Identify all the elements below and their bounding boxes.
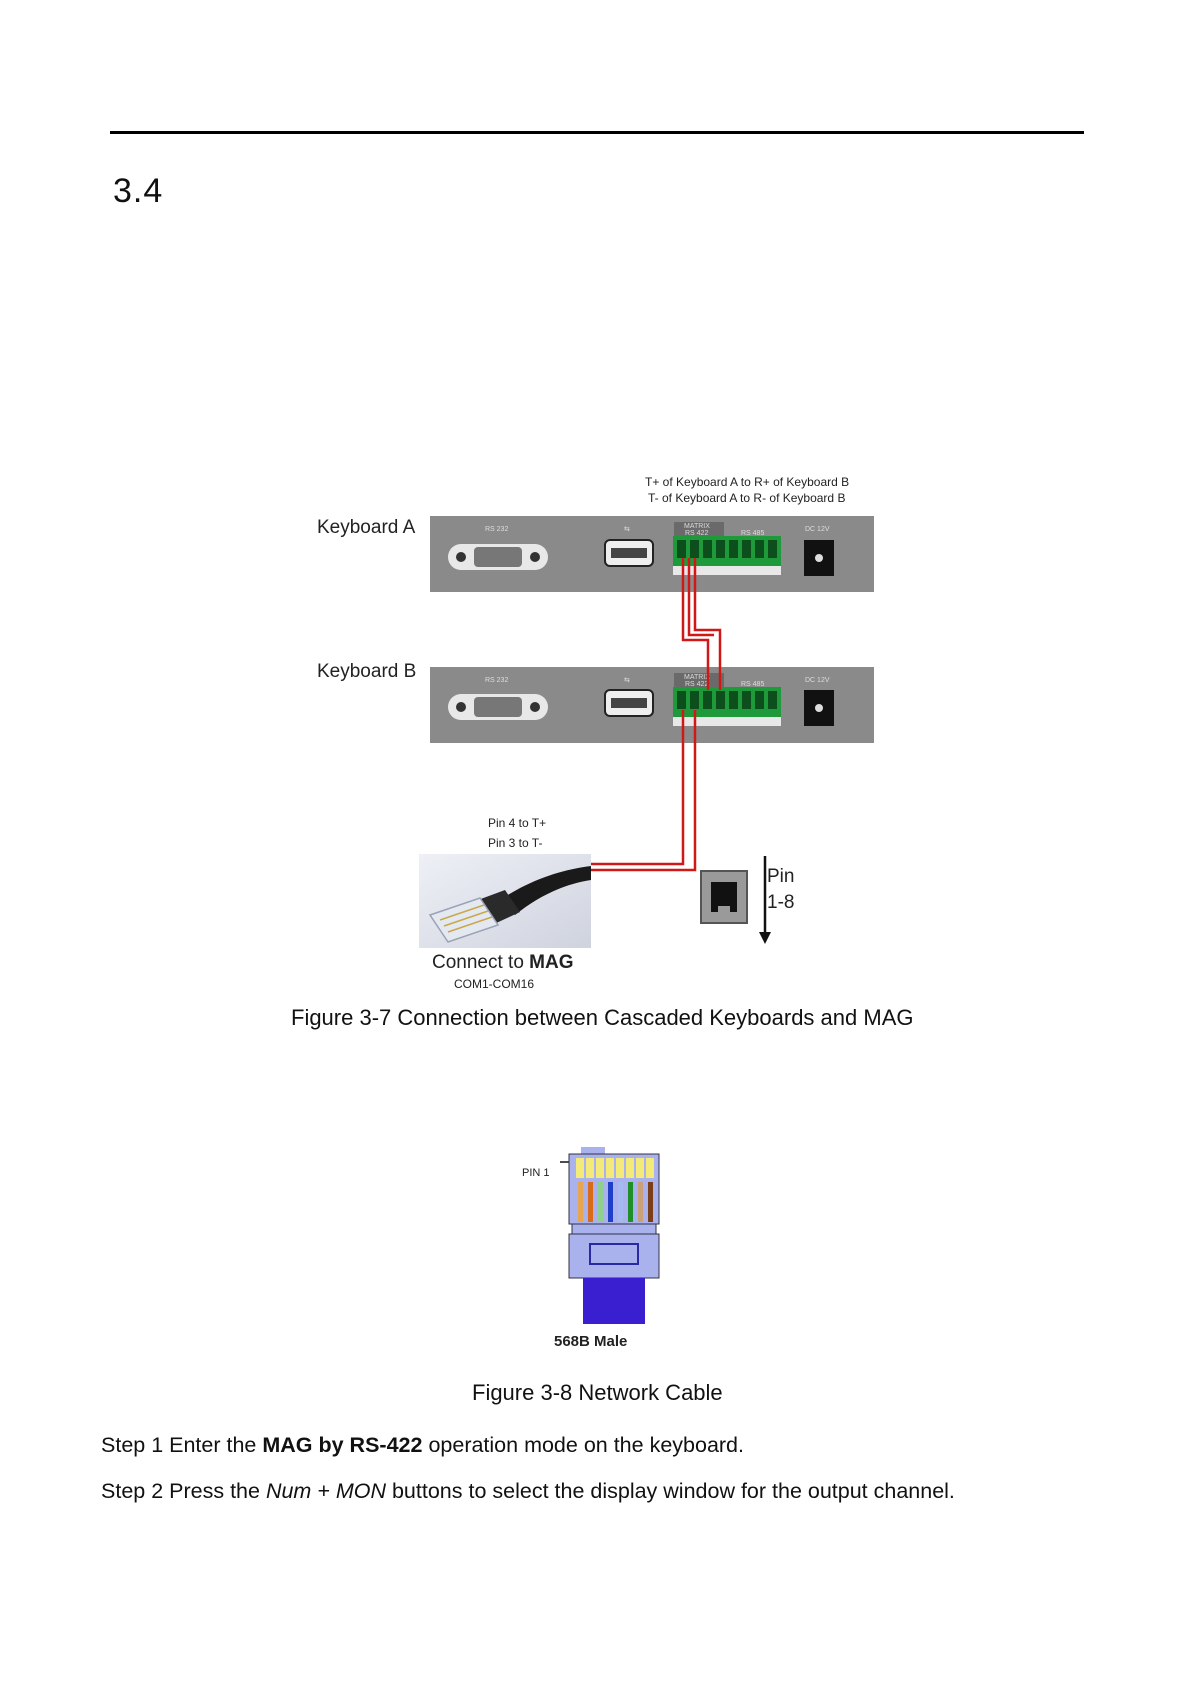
keyboard-a-label: Keyboard A [317, 517, 416, 538]
figure-network-cable: PIN 1 568B Male [522, 1147, 660, 1350]
figure-3-8-caption: Figure 3-8 Network Cable [472, 1380, 723, 1405]
step-1: Step 1 Enter the MAG by RS-422 operation… [101, 1433, 744, 1457]
keyboard-a-panel: RS 232 ⇆ MATRIX RS 422 RS 485 DC 12V [430, 516, 874, 592]
com-range: COM1-COM16 [454, 977, 534, 991]
terminal-block-b [673, 687, 781, 726]
section-number: 3.4 [113, 172, 164, 210]
rs232-port-label-b: RS 232 [485, 677, 508, 684]
connect-to-mag: Connect to MAG [432, 952, 574, 973]
rj45-jack-icon [700, 870, 748, 924]
rs485-label: RS 485 [741, 530, 764, 537]
pin-direction-arrow [759, 856, 771, 944]
rj45-568b-connector [568, 1147, 660, 1324]
keyboard-b-panel: RS 232 ⇆ MATRIX RS 422 RS 485 DC 12V [430, 667, 874, 743]
matrix-label-b: MATRIX [684, 674, 710, 681]
pin-note-line-2: Pin 3 to T- [488, 836, 542, 850]
header-rule [110, 131, 1084, 134]
step-2: Step 2 Press the Num + MON buttons to se… [101, 1479, 955, 1503]
terminal-block-a [673, 536, 781, 575]
rs422-wires-b-to-rj45 [585, 710, 697, 872]
rs422-label-b: RS 422 [685, 681, 708, 688]
matrix-label: MATRIX [684, 523, 710, 530]
figure-3-7-caption: Figure 3-7 Connection between Cascaded K… [291, 1005, 914, 1030]
pin1-label: PIN 1 [522, 1167, 550, 1179]
svg-text:⇆: ⇆ [624, 526, 630, 533]
rs422-wires-a-to-b [681, 558, 722, 690]
svg-text:⇆: ⇆ [624, 677, 630, 684]
pin-note-line-1: Pin 4 to T+ [488, 816, 546, 830]
keyboard-b-label: Keyboard B [317, 661, 416, 682]
rs232-port-label: RS 232 [485, 526, 508, 533]
rs485-label-b: RS 485 [741, 681, 764, 688]
figure-cascaded-keyboards: T+ of Keyboard A to R+ of Keyboard B T- … [317, 475, 874, 991]
pin-label: Pin [767, 866, 794, 887]
note-line-1: T+ of Keyboard A to R+ of Keyboard B [645, 475, 849, 489]
dc-port-label: DC 12V [805, 526, 830, 533]
rs422-label: RS 422 [685, 530, 708, 537]
note-line-2: T- of Keyboard A to R- of Keyboard B [648, 491, 845, 505]
rj45-plug-image [419, 854, 591, 948]
connector-label: 568B Male [554, 1333, 627, 1350]
pin-range: 1-8 [767, 892, 794, 913]
dc-port-label-b: DC 12V [805, 677, 830, 684]
